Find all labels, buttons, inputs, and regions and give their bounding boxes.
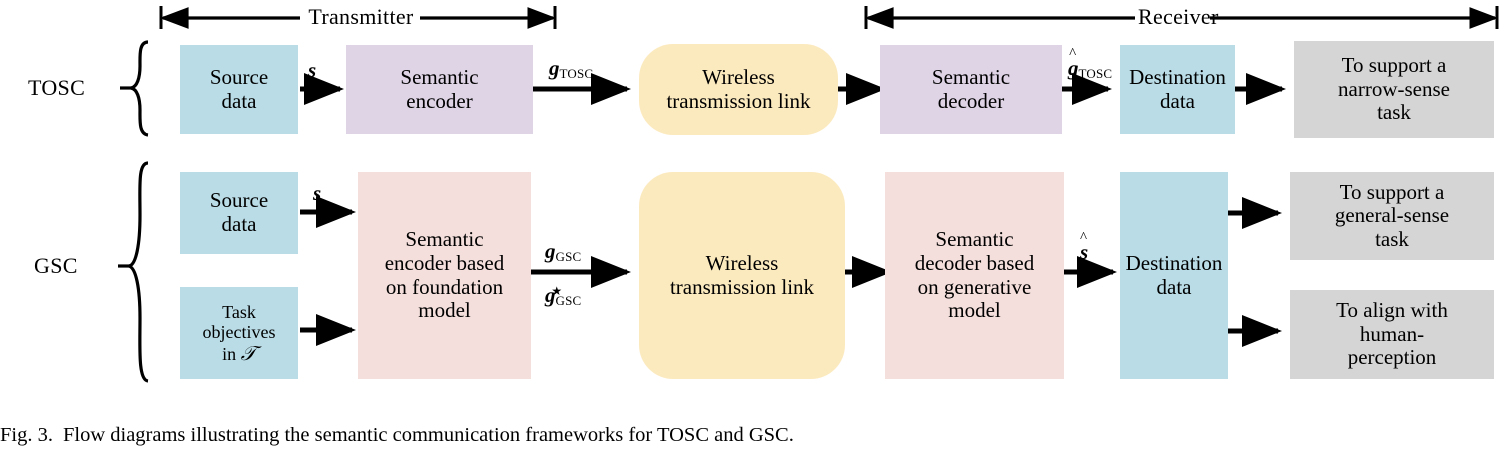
tosc-outcome-label: To support a narrow-sense task xyxy=(1338,53,1450,125)
tosc-source-data-label: Source data xyxy=(209,64,269,113)
tosc-wireless-link-label: Wireless transmission link xyxy=(666,64,811,113)
tosc-destination-data-label: Destination data xyxy=(1129,64,1226,113)
gsc-block-source-data[interactable]: Source data xyxy=(180,172,298,254)
tosc-signal-ghat-accent: ^ xyxy=(1069,46,1077,62)
gsc-task-objectives-symbol: 𝒯 xyxy=(240,340,256,365)
gsc-semantic-decoder-label: Semantic decoder based on generative mod… xyxy=(914,227,1035,323)
gsc-signal-shat: ^s xyxy=(1080,231,1089,264)
tosc-signal-ghat-tosc: ^gTOSC xyxy=(1068,47,1113,81)
caption-text: Flow diagrams illustrating the semantic … xyxy=(62,424,794,446)
gsc-semantic-encoder-label: Semantic encoder based on foundation mod… xyxy=(384,227,505,323)
tosc-signal-ghat-symbol: g xyxy=(1068,56,1079,80)
gsc-signal-gstar-subscript: GSC xyxy=(555,292,582,308)
tosc-signal-g-subscript: TOSC xyxy=(559,65,594,81)
row-label-gsc: GSC xyxy=(34,253,78,278)
gsc-signal-g-gsc: gGSC xyxy=(545,241,581,263)
gsc-signal-g-symbol: g xyxy=(545,239,556,263)
brace-gsc xyxy=(128,161,149,383)
tosc-block-wireless-link[interactable]: Wireless transmission link xyxy=(639,44,838,135)
tosc-signal-s-symbol: s xyxy=(308,58,317,82)
span-label-transmitter: Transmitter xyxy=(308,4,414,29)
row-label-tosc: TOSC xyxy=(28,75,86,100)
tosc-semantic-encoder-label: Semantic encoder xyxy=(400,64,479,113)
gsc-signal-gstar-symbol: g xyxy=(545,283,556,307)
gsc-destination-data-label: Destination data xyxy=(1125,250,1223,299)
span-label-receiver: Receiver xyxy=(1138,4,1219,29)
gsc-source-data-label: Source data xyxy=(209,188,269,236)
gsc-signal-g-subscript: GSC xyxy=(555,248,582,264)
gsc-signal-gstar-star: ★ xyxy=(551,284,563,299)
gsc-outcome1-label: To support a general-sense task xyxy=(1334,179,1450,251)
figure-caption: Fig. 3. Flow diagrams illustrating the se… xyxy=(0,424,1500,447)
gsc-outcome2-label: To align with human- perception xyxy=(1336,298,1448,370)
gsc-block-outcome-human-perception[interactable]: To align with human- perception xyxy=(1290,290,1494,379)
gsc-block-semantic-encoder[interactable]: Semantic encoder based on foundation mod… xyxy=(358,172,531,379)
gsc-wireless-link-label: Wireless transmission link xyxy=(669,250,815,299)
gsc-signal-s: s xyxy=(313,183,321,204)
tosc-block-semantic-encoder[interactable]: Semantic encoder xyxy=(346,45,533,134)
tosc-semantic-decoder-label: Semantic decoder xyxy=(931,64,1011,113)
gsc-block-semantic-decoder[interactable]: Semantic decoder based on generative mod… xyxy=(885,172,1064,379)
gsc-signal-s-symbol: s xyxy=(313,181,322,205)
gsc-block-wireless-link[interactable]: Wireless transmission link xyxy=(639,172,845,379)
tosc-block-outcome-narrow-sense-task[interactable]: To support a narrow-sense task xyxy=(1294,41,1494,138)
gsc-block-task-objectives[interactable]: Task objectives in 𝒯 xyxy=(180,287,298,379)
tosc-signal-g-symbol: g xyxy=(549,56,560,80)
gsc-task-objectives-prefix: Task objectives in xyxy=(202,301,276,364)
tosc-block-semantic-decoder[interactable]: Semantic decoder xyxy=(880,45,1062,134)
tosc-signal-g-tosc: gTOSC xyxy=(549,58,593,80)
gsc-block-destination-data[interactable]: Destination data xyxy=(1120,172,1228,379)
tosc-signal-s: s xyxy=(308,60,316,81)
gsc-task-objectives-label: Task objectives in 𝒯 xyxy=(203,302,276,365)
gsc-block-outcome-general-sense-task[interactable]: To support a general-sense task xyxy=(1290,172,1494,260)
caption-number: Fig. 3. xyxy=(0,424,53,446)
tosc-block-destination-data[interactable]: Destination data xyxy=(1120,45,1235,134)
tosc-signal-ghat-subscript: TOSC xyxy=(1078,65,1113,81)
tosc-block-source-data[interactable]: Source data xyxy=(180,45,298,134)
gsc-signal-shat-symbol: s xyxy=(1080,240,1089,264)
gsc-signal-shat-accent: ^ xyxy=(1080,230,1088,246)
gsc-signal-gstar-gsc: gGSC★ xyxy=(545,283,581,307)
brace-tosc xyxy=(130,40,149,137)
